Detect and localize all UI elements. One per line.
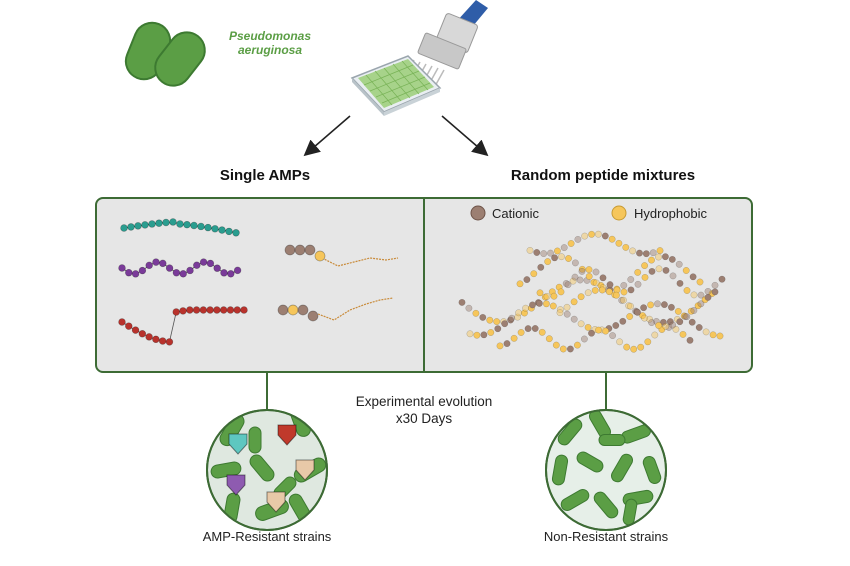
rod-bacterium: [557, 418, 583, 446]
cationic-legend-swatch: [470, 205, 486, 221]
hydrophobic-legend-label: Hydrophobic: [634, 206, 707, 221]
organism-name-line2: aeruginosa: [238, 43, 302, 57]
rod-bacterium: [551, 454, 569, 486]
rod-bacterium: [593, 491, 619, 519]
single-amp-peptides: [118, 218, 399, 346]
amp-resistant-label: AMP-Resistant strains: [203, 529, 332, 544]
arrow-to-single-amps: [303, 115, 351, 157]
random-peptide-strand: [526, 230, 664, 258]
rod-bacteria-icon: [124, 21, 206, 87]
non-resistant-label: Non-Resistant strains: [544, 529, 669, 544]
rod-bacterium: [576, 451, 604, 473]
hydrophobic-legend-swatch: [611, 205, 627, 221]
random-mixtures-title: Random peptide mixtures: [511, 167, 695, 184]
rod-bacterium: [642, 455, 662, 485]
resistance-shield-icon: [266, 491, 286, 513]
resistance-shield-icon: [228, 433, 248, 455]
rod-bacterium: [560, 489, 590, 511]
lipopeptide-chain-2: [277, 297, 394, 322]
teal-amp-chain: [120, 218, 240, 237]
rod-bacterium: [249, 454, 275, 482]
rod-bacterium: [622, 498, 638, 526]
red-amp-chain: [118, 306, 248, 346]
random-peptide-mixture: [458, 230, 726, 353]
multi-well-plate-icon: [350, 55, 442, 116]
random-peptide-strand: [556, 286, 719, 330]
amp-resistant-population: [206, 409, 328, 531]
lipopeptide-chain-1: [284, 244, 399, 267]
rod-bacterium: [598, 434, 626, 446]
rod-bacterium: [248, 426, 262, 454]
single-amps-title: Single AMPs: [220, 167, 310, 184]
process-label-line2: x30 Days: [396, 411, 453, 426]
resistance-shield-icon: [277, 424, 297, 446]
non-resistant-population: [545, 409, 667, 531]
random-peptide-strand: [536, 265, 726, 300]
resistance-shield-icon: [295, 459, 315, 481]
arrow-to-random-mixtures: [441, 115, 489, 157]
process-label-line1: Experimental evolution: [356, 394, 493, 409]
resistance-shield-icon: [226, 474, 246, 496]
rod-bacterium: [611, 453, 633, 483]
random-peptide-strand: [496, 323, 694, 353]
random-peptide-strand: [466, 299, 724, 340]
purple-amp-chain: [118, 258, 242, 278]
cationic-legend-label: Cationic: [492, 206, 539, 221]
organism-name-line1: Pseudomonas: [229, 29, 311, 43]
